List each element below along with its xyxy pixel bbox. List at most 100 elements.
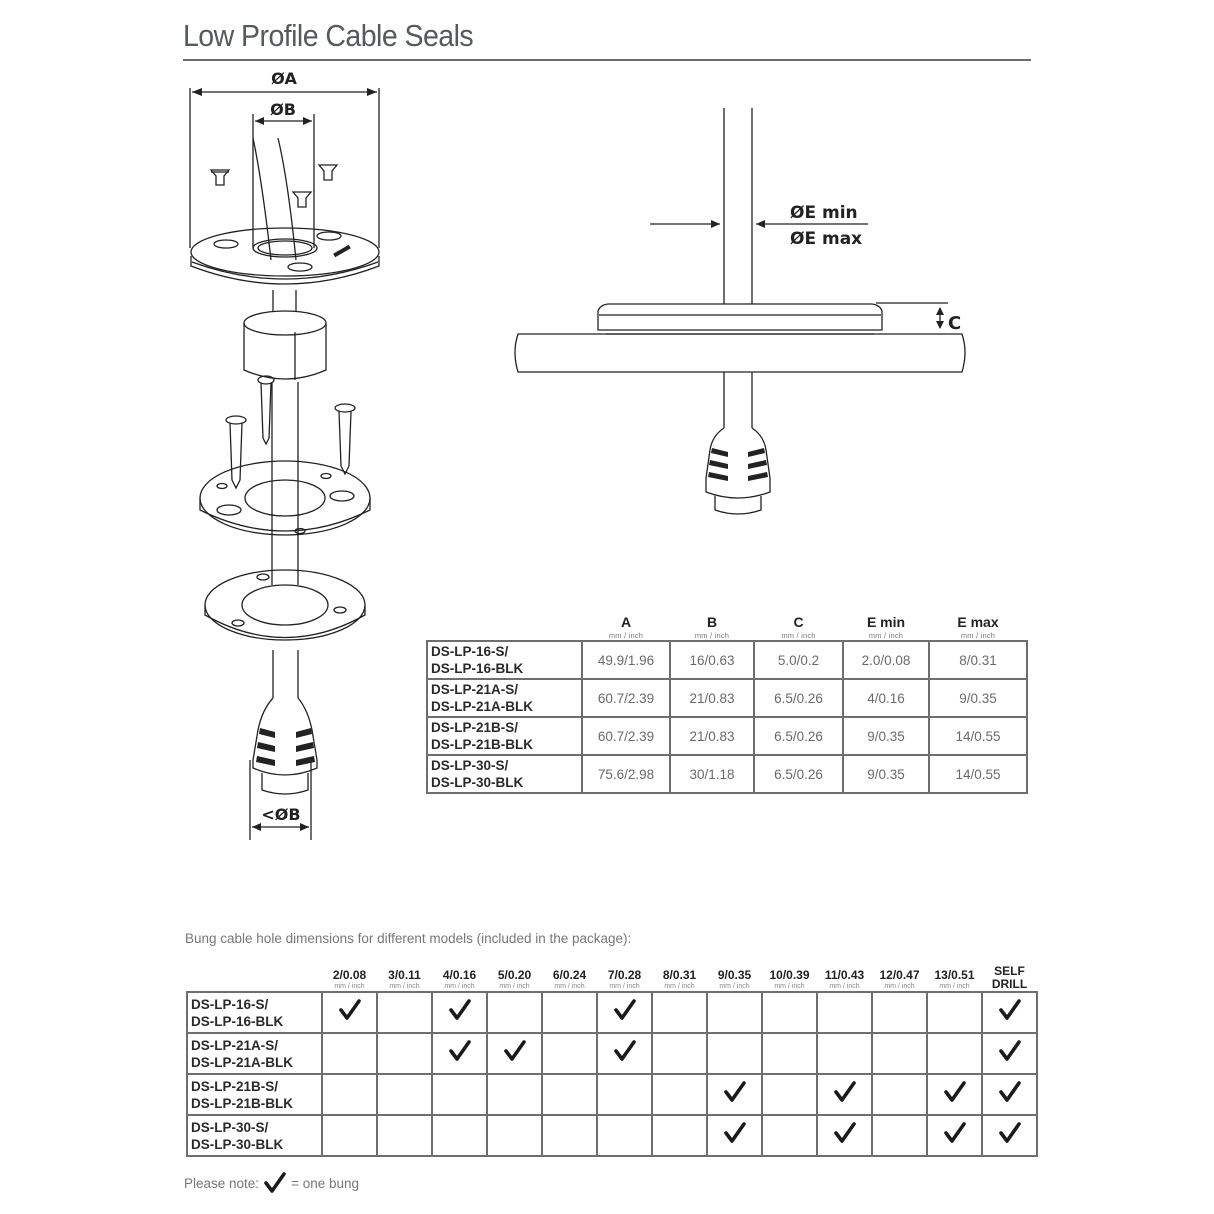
checkmark-icon [448, 999, 471, 1020]
table-row: DS-LP-16-S/DS-LP-16-BLK 49.9/1.96 16/0.6… [426, 640, 1028, 680]
bung-size: 7/0.28 [607, 968, 642, 982]
bung-cell-checked [816, 1073, 873, 1116]
bung-unit: mm / inch [774, 983, 805, 990]
model-name: DS-LP-21A-S/ [431, 682, 519, 697]
bung-cell-empty [541, 991, 598, 1034]
dim-label-e-min: ØE min [790, 203, 858, 223]
dim-label-e-max: ØE max [790, 229, 862, 249]
value-cell: 14/0.55 [928, 716, 1028, 756]
model-cell: DS-LP-30-S/DS-LP-30-BLK [426, 754, 583, 794]
bung-cell-checked [981, 991, 1038, 1034]
bung-caption: Bung cable hole dimensions for different… [185, 931, 632, 946]
bung-cell-empty [321, 1032, 378, 1075]
value-cell: 21/0.83 [669, 678, 755, 718]
bung-unit: mm / inch [389, 983, 420, 990]
value-cell: 6.5/0.26 [753, 754, 844, 794]
model-cell: DS-LP-16-S/DS-LP-16-BLK [186, 991, 323, 1034]
model-name: DS-LP-21B-S/ [431, 720, 519, 735]
bung-cell-empty [871, 991, 928, 1034]
model-name: DS-LP-16-S/ [191, 996, 269, 1012]
bung-cell-empty [761, 991, 818, 1034]
model-name: DS-LP-30-BLK [191, 1136, 284, 1152]
model-name: DS-LP-21A-S/ [191, 1037, 279, 1053]
bung-cell-checked [706, 1114, 763, 1157]
model-name: DS-LP-21A-BLK [431, 699, 534, 714]
model-name: DS-LP-16-S/ [431, 644, 509, 659]
bung-cell-empty [486, 991, 543, 1034]
model-cell: DS-LP-30-S/DS-LP-30-BLK [186, 1114, 323, 1157]
value-cell: 49.9/1.96 [581, 640, 671, 680]
bung-size: 10/0.39 [769, 968, 810, 982]
bung-size: 8/0.31 [662, 968, 697, 982]
checkmark-icon [448, 1040, 471, 1061]
bung-cell-empty [651, 1032, 708, 1075]
table-row: DS-LP-21B-S/DS-LP-21B-BLK 60.7/2.39 21/0… [426, 716, 1028, 756]
bung-unit: mm / inch [554, 983, 585, 990]
bung-cell-checked [706, 1073, 763, 1116]
bung-cell-empty [321, 1073, 378, 1116]
bung-size: 4/0.16 [442, 968, 477, 982]
bung-cell-checked [981, 1032, 1038, 1075]
model-name: DS-LP-21A-BLK [191, 1054, 294, 1070]
bung-cell-empty [651, 991, 708, 1034]
bung-cell-empty [706, 1032, 763, 1075]
table-row: DS-LP-21B-S/DS-LP-21B-BLK [186, 1073, 1038, 1116]
column-unit: mm / inch [960, 631, 996, 640]
value-cell: 60.7/2.39 [581, 678, 671, 718]
value-cell: 75.6/2.98 [581, 754, 671, 794]
bung-cell-empty [596, 1114, 653, 1157]
bung-size: 3/0.11 [388, 968, 421, 982]
bung-cell-empty [376, 1114, 433, 1157]
model-name: DS-LP-21B-BLK [191, 1095, 294, 1111]
bung-size: 6/0.24 [552, 968, 587, 982]
bung-size: SELF [994, 964, 1025, 978]
model-name: DS-LP-21B-S/ [191, 1078, 279, 1094]
bung-cell-empty [706, 991, 763, 1034]
bung-cell-empty [926, 1032, 983, 1075]
bung-cell-empty [486, 1114, 543, 1157]
bung-cell-empty [541, 1032, 598, 1075]
value-cell: 9/0.35 [842, 754, 930, 794]
model-name: DS-LP-16-BLK [191, 1013, 284, 1029]
bung-cell-empty [321, 1114, 378, 1157]
title-divider [183, 59, 1031, 61]
bung-cell-checked [981, 1073, 1038, 1116]
bung-cell-empty [431, 1073, 488, 1116]
dim-label-c: C [948, 313, 961, 334]
checkmark-icon [723, 1122, 746, 1143]
bung-note: Please note: = one bung [184, 1171, 359, 1195]
dim-label-b-lower: <ØB [261, 805, 300, 824]
table-row: DS-LP-21A-S/DS-LP-21A-BLK [186, 1032, 1038, 1075]
model-name: DS-LP-21B-BLK [431, 737, 534, 752]
bung-cell-empty [816, 1032, 873, 1075]
value-cell: 9/0.35 [928, 678, 1028, 718]
value-cell: 30/1.18 [669, 754, 755, 794]
bung-unit: mm / inch [334, 983, 365, 990]
column-name: E max [957, 614, 999, 630]
bung-cell-empty [376, 991, 433, 1034]
dim-label-b: ØB [270, 100, 296, 119]
value-cell: 14/0.55 [928, 754, 1028, 794]
bung-cell-empty [761, 1114, 818, 1157]
page-title: Low Profile Cable Seals [183, 18, 474, 53]
model-cell: DS-LP-21B-S/DS-LP-21B-BLK [426, 716, 583, 756]
checkmark-icon [998, 999, 1021, 1020]
bung-size: 11/0.43 [824, 968, 865, 982]
bung-cell-empty [486, 1073, 543, 1116]
bung-cell-empty [871, 1073, 928, 1116]
bung-cell-empty [431, 1114, 488, 1157]
header-blank [427, 606, 582, 641]
column-unit: mm / inch [608, 631, 644, 640]
